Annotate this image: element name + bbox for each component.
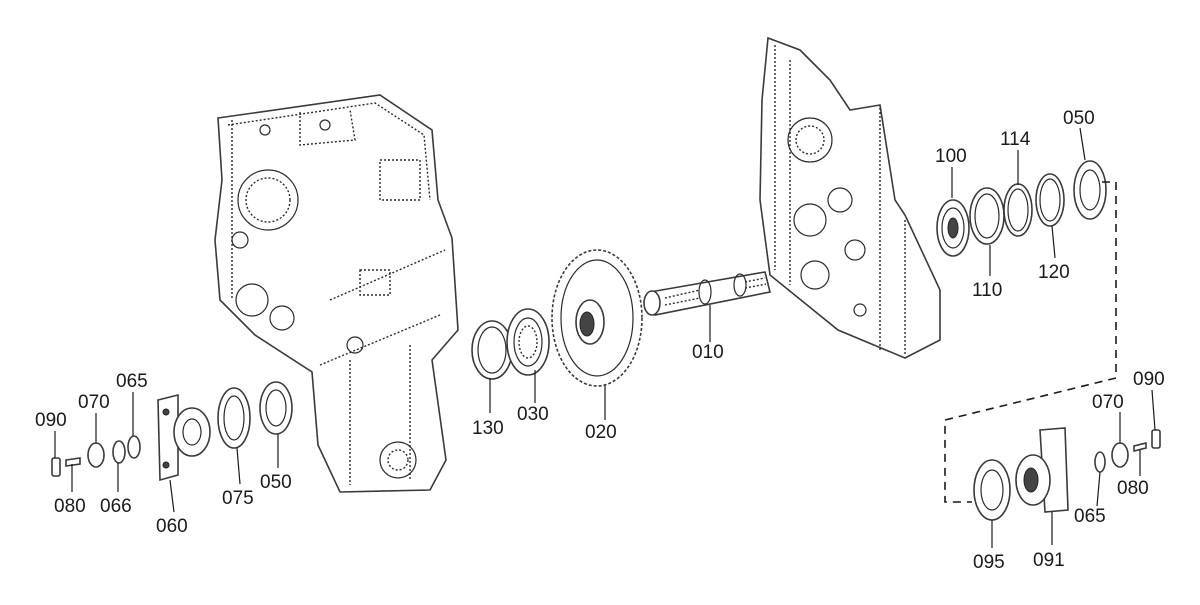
part-010-shaft: [643, 271, 771, 316]
part-075-ring: [217, 387, 251, 449]
part-100-bearing: [936, 199, 970, 257]
label-070-right: 070: [1092, 392, 1124, 413]
part-080-screw-left: [65, 457, 81, 467]
label-065-left: 065: [116, 371, 148, 392]
label-065-right: 065: [1074, 506, 1106, 527]
label-075: 075: [222, 488, 254, 509]
label-120: 120: [1038, 262, 1070, 283]
part-066-oring: [112, 440, 126, 464]
part-120-snap-ring: [1035, 173, 1065, 227]
part-080-screw-right: [1133, 441, 1147, 453]
label-030: 030: [517, 404, 549, 425]
part-065-ring-left: [127, 435, 141, 459]
label-130: 130: [472, 418, 504, 439]
label-090-left: 090: [35, 410, 67, 431]
label-050-top: 050: [1063, 108, 1095, 129]
label-010: 010: [692, 342, 724, 363]
right-transmission-cover: [759, 36, 941, 359]
part-091-flange: [1015, 427, 1069, 513]
label-095: 095: [973, 552, 1005, 573]
label-110: 110: [972, 280, 1002, 301]
label-080-right: 080: [1117, 478, 1149, 499]
label-020: 020: [585, 422, 617, 443]
part-065-ring-right: [1094, 451, 1106, 473]
part-114-ring: [1003, 183, 1033, 237]
label-080-left: 080: [54, 496, 86, 517]
label-066: 066: [100, 496, 132, 517]
label-114: 114: [1000, 129, 1031, 150]
label-090-right: 090: [1133, 369, 1165, 390]
label-091: 091: [1033, 550, 1065, 571]
part-060-flange: [157, 393, 211, 482]
part-020-gear: [551, 249, 643, 387]
assembly-dashed-line: [944, 181, 1117, 503]
part-030-bearing: [506, 308, 550, 376]
part-095-seal: [973, 459, 1011, 521]
part-090-plate-left: [51, 457, 61, 477]
label-070-left: 070: [78, 392, 110, 413]
leader-lines: [54, 127, 1156, 548]
part-110-ring: [969, 187, 1005, 245]
part-090-plate-right: [1151, 429, 1161, 449]
part-050-seal-left: [259, 381, 293, 435]
label-050-left: 050: [260, 472, 292, 493]
part-070-washer-right: [1111, 442, 1129, 468]
part-130-shim: [471, 320, 513, 380]
label-100: 100: [935, 146, 967, 167]
left-transmission-housing: [214, 94, 459, 493]
part-070-washer-left: [87, 442, 105, 468]
label-060: 060: [156, 516, 188, 537]
part-050-seal-top: [1073, 160, 1107, 220]
